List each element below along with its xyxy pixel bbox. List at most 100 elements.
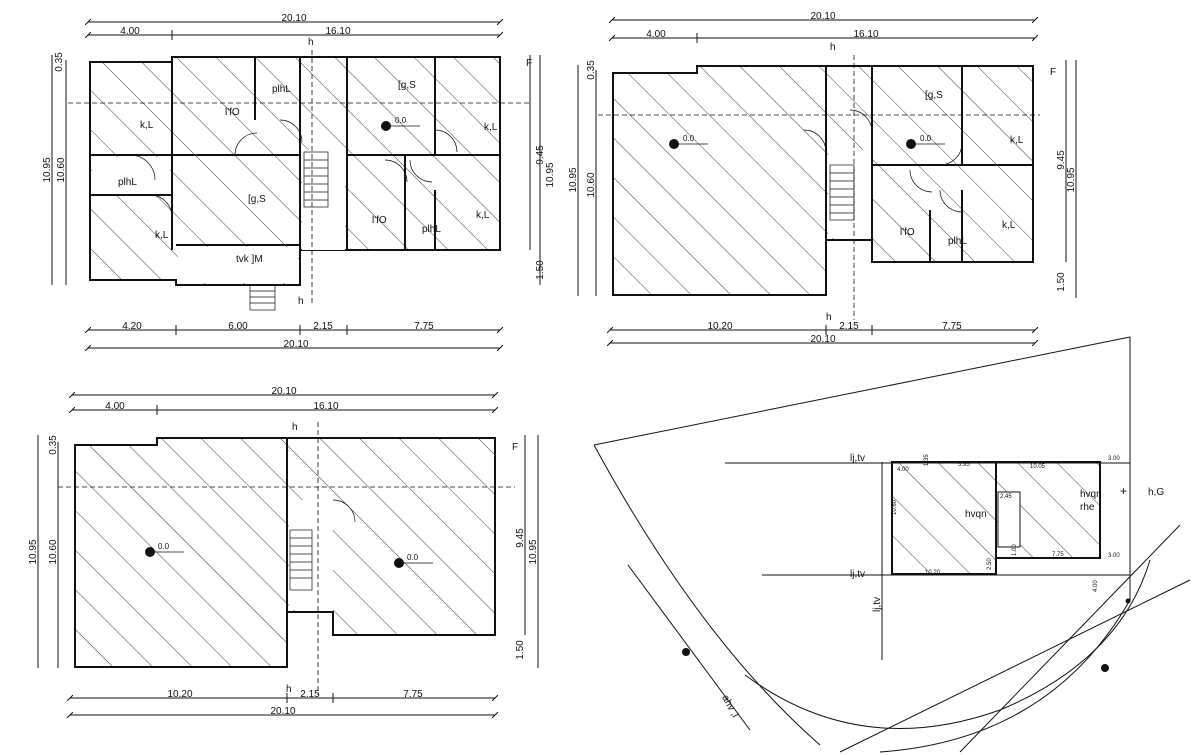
dim-top-right: 16.10 <box>325 26 350 37</box>
survey-point-icon <box>682 648 690 656</box>
dim-top-right: 16.10 <box>313 401 338 412</box>
plan-top-left: 20.10 4.00 16.10 <box>42 13 556 350</box>
room-label: l'fO <box>372 215 387 226</box>
site-plan: lj,tv lj,tv lj,tv hvqn hvqn rhe h,G + ah… <box>593 336 1191 753</box>
site-dim: 3.00 <box>1108 553 1120 559</box>
site-label: lj,tv <box>850 569 865 580</box>
dim-right: 10.95 <box>545 162 556 187</box>
dim-bottom: 10.20 <box>707 321 732 332</box>
dim-left: 10.60 <box>586 172 597 197</box>
site-label: lj,tv <box>872 597 883 612</box>
site-label: h,G <box>1148 487 1164 498</box>
survey-point-icon <box>1101 664 1109 672</box>
dim-top-left: 4.00 <box>120 26 140 37</box>
dim-right: 9.45 <box>1056 150 1067 170</box>
section-mark: h <box>308 37 314 48</box>
room-label: [g,S <box>925 90 943 101</box>
section-mark: F <box>526 58 532 69</box>
site-label: lj,tv <box>850 453 865 464</box>
dim-top-left: 4.00 <box>646 29 666 40</box>
survey-point-icon <box>1125 598 1131 604</box>
site-dim: 4.00 <box>1093 580 1099 592</box>
dim-right: 9.45 <box>535 145 546 165</box>
room-label: k,L <box>1010 135 1024 146</box>
room-label: k,L <box>140 120 154 131</box>
dim-right: 1.50 <box>515 640 526 660</box>
level-marker-icon <box>394 558 404 568</box>
dim-top-right: 16.10 <box>853 29 878 40</box>
dim-bottom: 2.15 <box>300 689 320 700</box>
dim-left: 0.35 <box>48 435 59 455</box>
dim-right: 10.95 <box>1066 167 1077 192</box>
section-mark: h <box>298 296 304 307</box>
site-dim: 10.05 <box>1030 464 1046 470</box>
site-label: rhe <box>1080 502 1095 513</box>
site-dim: 1.35 <box>924 454 930 466</box>
plan-outline <box>74 437 288 668</box>
room-label: k,L <box>1002 220 1016 231</box>
site-building-a <box>891 461 997 575</box>
room-label: l'fO <box>225 107 240 118</box>
room-label: plhL <box>422 224 441 235</box>
plan-top-right: 20.10 4.00 16.10 [g,S k,L l'fO plhL k <box>568 11 1077 345</box>
level-marker-icon <box>381 121 391 131</box>
dim-left: 0.35 <box>586 60 597 80</box>
section-mark: F <box>512 442 518 453</box>
plan-bottom-left: 20.10 4.00 16.10 0.0 0.0 h h F 10. <box>28 386 539 717</box>
room-label: plhL <box>272 84 291 95</box>
site-label: hvqn <box>1080 489 1102 500</box>
room-label: [g,S <box>248 194 266 205</box>
dim-left: 10.60 <box>48 539 59 564</box>
dim-bottom: 2.15 <box>839 321 859 332</box>
room-label: k,L <box>484 122 498 133</box>
room-label: plhL <box>118 177 137 188</box>
dim-top-total: 20.10 <box>810 11 835 22</box>
plan-outline <box>612 65 827 296</box>
site-dim: 3.00 <box>1108 456 1120 462</box>
room-label: [g,S <box>398 80 416 91</box>
dim-left: 10.60 <box>56 157 67 182</box>
dim-bottom: 6.00 <box>228 321 248 332</box>
site-label: ahv ,l <box>719 693 740 719</box>
site-dim: 1.00 <box>1012 544 1018 556</box>
level-marker-icon <box>906 139 916 149</box>
dim-bottom: 7.75 <box>403 689 423 700</box>
level-value: 0.0 <box>395 116 407 125</box>
level-value: 0.0 <box>158 542 170 551</box>
room-label: tvk ]M <box>236 254 263 265</box>
level-marker-icon <box>145 547 155 557</box>
stairs <box>249 151 329 311</box>
site-dim: 10.60 <box>892 499 898 515</box>
site-dim: 7.75 <box>1052 552 1064 558</box>
dim-left: 0.35 <box>54 52 65 72</box>
level-value: 0.0 <box>920 134 932 143</box>
room-label: k,L <box>476 210 490 221</box>
section-mark: h <box>830 42 836 53</box>
dim-top-total: 20.10 <box>271 386 296 397</box>
level-marker-icon <box>669 139 679 149</box>
dim-top-total: 20.10 <box>281 13 306 24</box>
section-mark: h <box>286 684 292 695</box>
room-label: l'fO <box>900 227 915 238</box>
dim-bottom-total: 20.10 <box>270 706 295 717</box>
site-dim: 2.50 <box>987 558 993 570</box>
dim-bottom: 2.15 <box>313 321 333 332</box>
plus-icon: + <box>1120 484 1127 498</box>
dim-bottom-total: 20.10 <box>810 334 835 345</box>
dim-right: 1.50 <box>535 260 546 280</box>
site-dim: 10.20 <box>925 570 941 576</box>
dim-left: 10.95 <box>28 539 39 564</box>
dim-left: 10.95 <box>568 167 579 192</box>
dim-left: 10.95 <box>42 157 53 182</box>
section-mark: h <box>826 312 832 323</box>
site-dim: 2.45 <box>1000 494 1012 500</box>
room-label: plhL <box>948 236 967 247</box>
site-dim: 4.00 <box>897 467 909 473</box>
level-value: 0.0 <box>407 553 419 562</box>
dim-bottom-total: 20.10 <box>283 339 308 350</box>
section-mark: h <box>292 422 298 433</box>
site-dim: 5.95 <box>958 462 970 468</box>
section-mark: F <box>1050 67 1056 78</box>
dim-bottom: 10.20 <box>167 689 192 700</box>
